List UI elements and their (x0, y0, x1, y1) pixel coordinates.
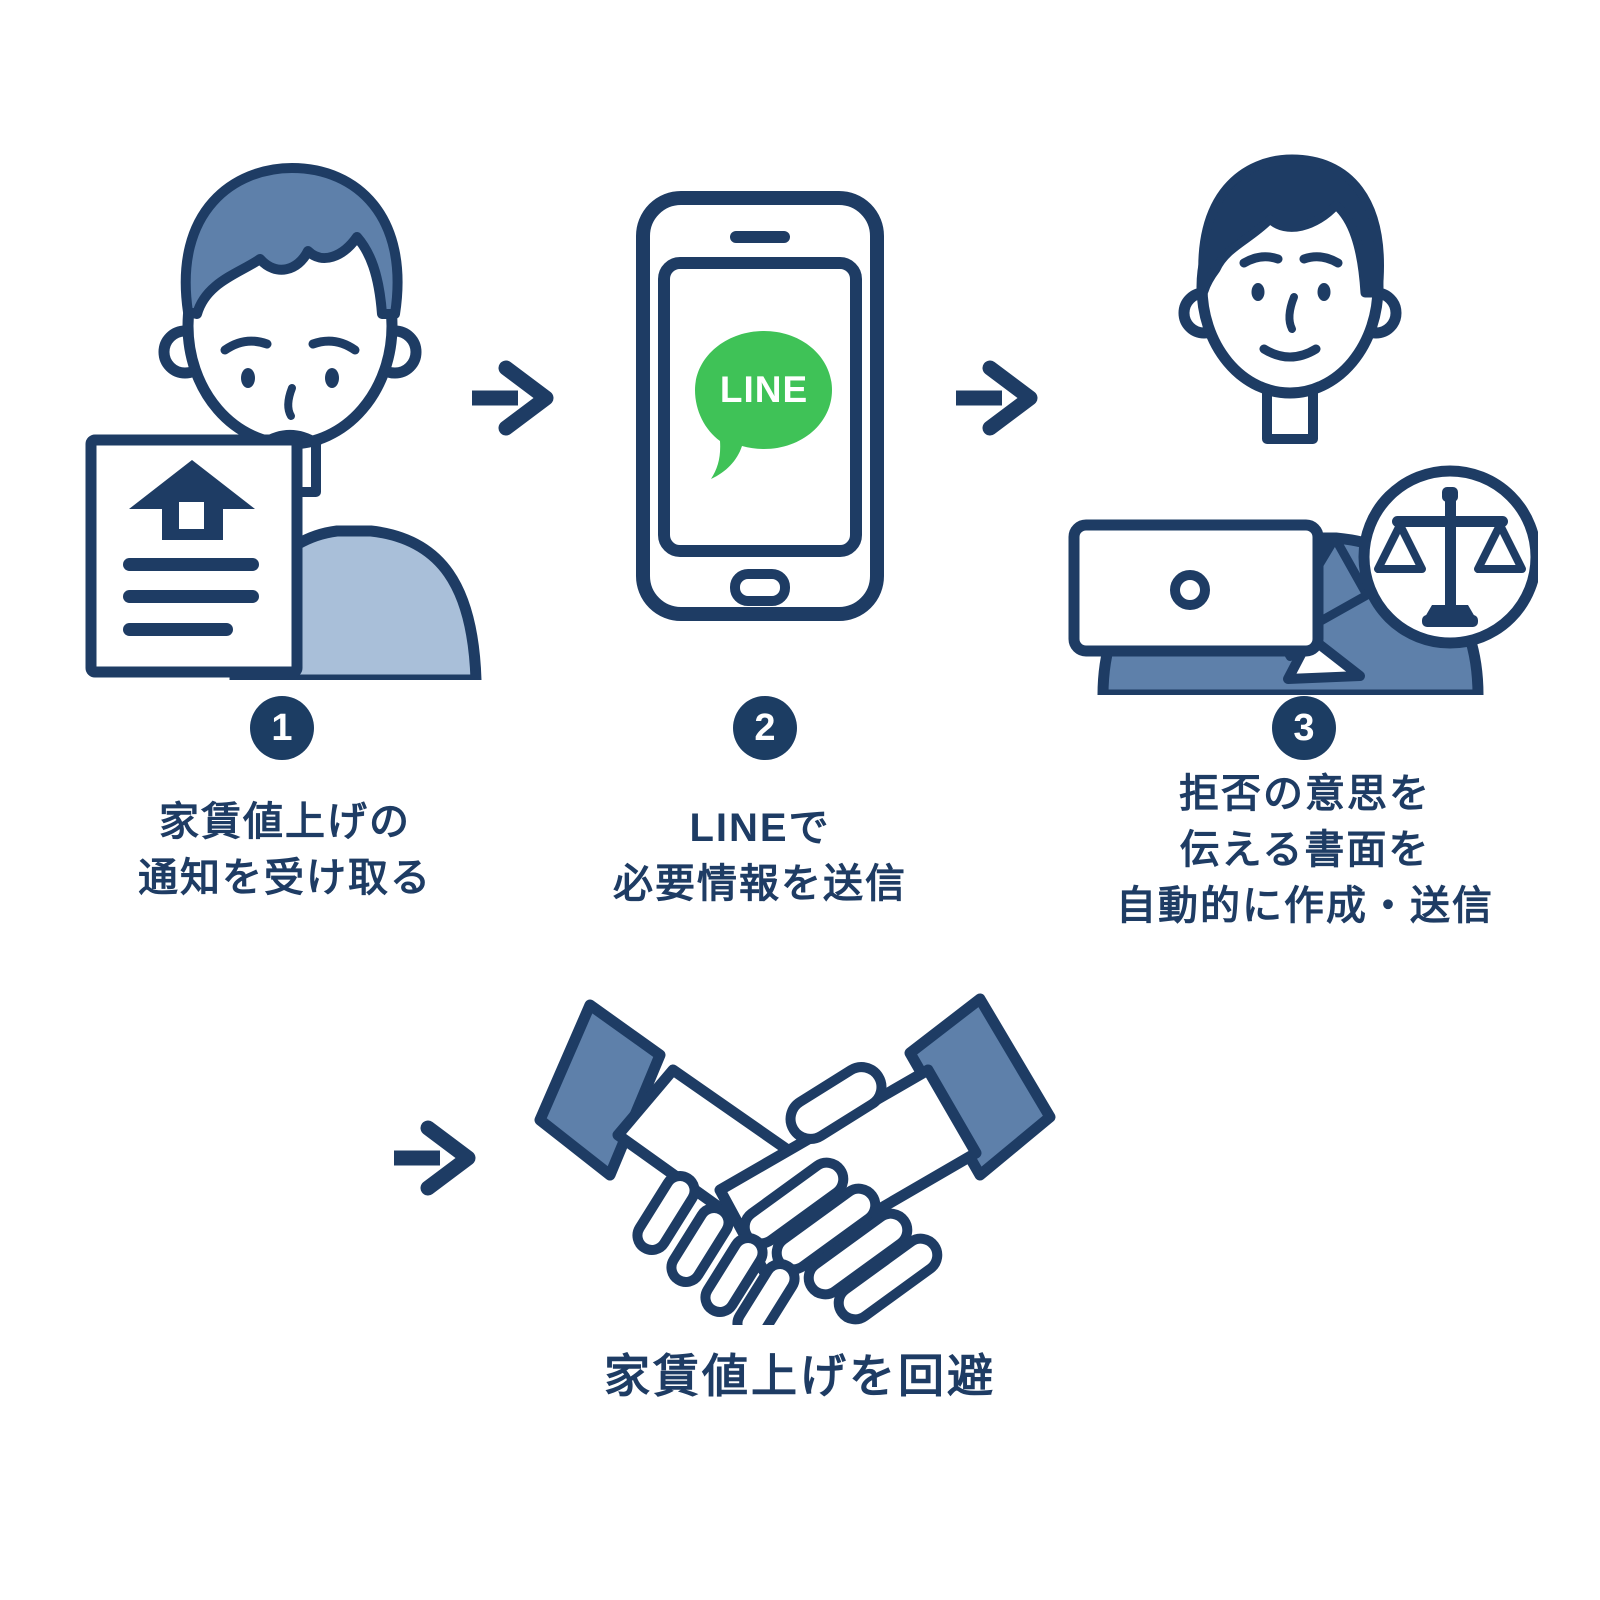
tenant-with-notice-illustration (85, 140, 495, 680)
step-2-number: 2 (754, 706, 776, 749)
step-2-label: LINEで 必要情報を送信 (613, 806, 907, 906)
lawyer-illustration (1048, 145, 1538, 695)
left-sleeve (534, 999, 666, 1181)
lawyer-icon (1068, 154, 1538, 695)
rent-notice-document-icon (85, 434, 303, 678)
handshake-icon (534, 993, 1056, 1325)
arrow-right-icon (388, 1118, 480, 1198)
smartphone-illustration: LINE (635, 190, 885, 622)
step-1-badge: 1 (250, 696, 314, 760)
smartphone-icon (636, 191, 884, 621)
line-speech-bubble-icon (695, 331, 832, 479)
step-1-label: 家賃値上げの 通知を受け取る (138, 800, 432, 900)
arrow-right-icon (950, 358, 1042, 438)
house-icon (123, 460, 259, 636)
step-3-badge: 3 (1272, 696, 1336, 760)
phone-home-button (730, 569, 790, 606)
handshake-illustration (498, 985, 1068, 1325)
step-3-number: 3 (1293, 706, 1315, 749)
line-logo: LINE (719, 369, 809, 410)
step-2-badge: 2 (733, 696, 797, 760)
result-label: 家賃値上げを回避 (604, 1350, 996, 1402)
step-1-number: 1 (271, 706, 293, 749)
scales-of-justice-icon (1374, 487, 1526, 627)
step-3-label: 拒否の意思を 伝える書面を 自動的に作成・送信 (1116, 772, 1494, 928)
arrow-right-icon (466, 358, 558, 438)
tenant-icon (85, 163, 482, 680)
